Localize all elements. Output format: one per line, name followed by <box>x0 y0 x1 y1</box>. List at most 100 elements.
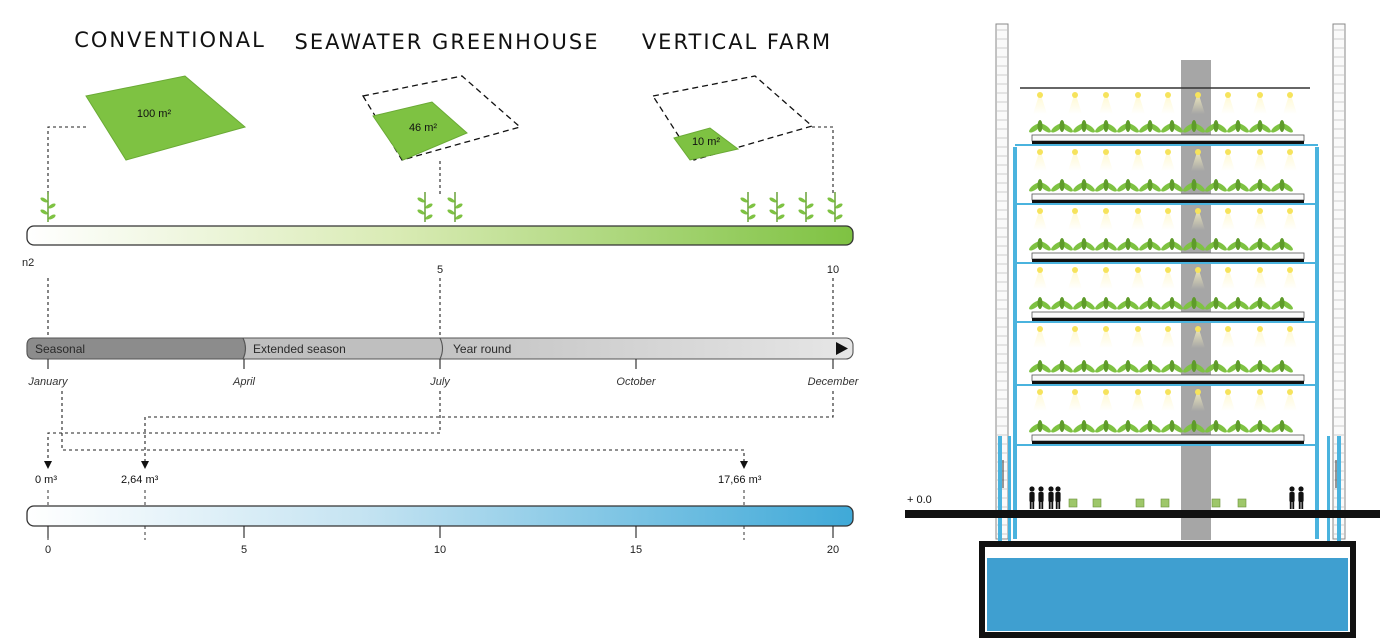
lamp-icon <box>1103 208 1109 214</box>
light-cone <box>1068 389 1082 411</box>
planter-icon <box>1135 498 1145 508</box>
planter-icon <box>1211 498 1221 508</box>
light-cone <box>1221 92 1235 114</box>
growing-floor <box>1015 238 1318 289</box>
lamp-icon <box>1072 92 1078 98</box>
plant-icon <box>1227 297 1249 310</box>
sprout-icon <box>40 192 56 222</box>
sprout-leaf <box>748 203 756 209</box>
lamp-icon <box>1287 267 1293 273</box>
lamp-icon <box>1072 267 1078 273</box>
light-cone <box>1283 149 1297 171</box>
sprout-leaf <box>455 214 463 220</box>
plant-icon <box>1271 420 1293 433</box>
plant-icon <box>1139 420 1161 433</box>
light-cone <box>1221 389 1235 411</box>
light-cone <box>1253 208 1267 230</box>
lamp-icon <box>1257 326 1263 332</box>
leaf <box>1213 297 1219 309</box>
plant-icon <box>1073 238 1095 251</box>
lamp-icon <box>1037 267 1043 273</box>
sprout-leaf <box>40 209 48 215</box>
light-cone <box>1068 149 1082 171</box>
plant-icon <box>1249 238 1271 251</box>
leaf <box>1213 120 1219 132</box>
lamp-icon <box>1257 389 1263 395</box>
person-leg <box>1041 501 1044 509</box>
person-icon <box>1298 486 1304 509</box>
leaf <box>1235 360 1241 372</box>
light-cone <box>1161 208 1175 230</box>
plant-icon <box>1205 360 1227 373</box>
leaf <box>1059 238 1065 250</box>
leaf <box>1147 238 1153 250</box>
growing-floor <box>1015 360 1318 411</box>
sprout-leaf <box>48 214 56 220</box>
leaf <box>1125 120 1131 132</box>
lamp-icon <box>1165 208 1171 214</box>
lamp-icon <box>1287 326 1293 332</box>
water-gradient-bar <box>26 505 854 527</box>
sprout-leaf <box>806 214 814 220</box>
leaf <box>1279 238 1285 250</box>
sprout-leaf <box>798 209 806 215</box>
seawater-land-plot <box>372 101 468 161</box>
plant-sprout-icons <box>40 192 843 222</box>
lamp-icon <box>1165 326 1171 332</box>
leaf <box>1059 420 1065 432</box>
lamp-icon <box>1195 208 1201 214</box>
lamp-icon <box>1287 92 1293 98</box>
vertical-plot-connector <box>812 126 834 195</box>
sprout-icon <box>798 192 814 222</box>
lamp-icon <box>1103 326 1109 332</box>
leaf <box>1235 120 1241 132</box>
ground-level-label: + 0.0 <box>907 494 932 506</box>
people-silhouettes <box>1029 486 1304 509</box>
person-icon <box>1289 486 1295 509</box>
leaf <box>1235 297 1241 309</box>
conventional-plot-connector <box>47 126 86 195</box>
leaf <box>1279 297 1285 309</box>
leaf <box>1213 420 1219 432</box>
water-tick-label-20: 20 <box>827 544 839 556</box>
sprout-leaf <box>806 203 814 209</box>
leaf <box>1257 179 1263 191</box>
plant-icon <box>1227 238 1249 251</box>
lamp-icon <box>1287 149 1293 155</box>
left-blue-column <box>1013 147 1017 539</box>
plant-icon <box>1029 360 1051 373</box>
light-cone <box>1033 267 1047 289</box>
person-head <box>1298 486 1304 492</box>
leaf <box>1169 179 1175 191</box>
leaf <box>1081 297 1087 309</box>
sprout-leaf <box>777 214 785 220</box>
sprout-icon <box>447 192 463 222</box>
sprout-icon <box>827 192 843 222</box>
leaf <box>1191 297 1197 309</box>
growing-floor <box>1015 420 1318 446</box>
leaf <box>1103 360 1109 372</box>
person-leg <box>1032 501 1035 509</box>
growing-floor <box>1015 120 1318 171</box>
sprout-icon <box>417 192 433 222</box>
plant-icon <box>1051 238 1073 251</box>
person-leg <box>1051 501 1054 509</box>
light-cone <box>1099 149 1113 171</box>
sprout-leaf <box>798 197 806 203</box>
light-cone <box>1068 267 1082 289</box>
month-label-january: January <box>27 376 69 388</box>
sprout-leaf <box>740 197 748 203</box>
plant-icon <box>1183 179 1205 192</box>
planter-icon <box>1160 498 1170 508</box>
light-cone <box>1161 389 1175 411</box>
sprout-leaf <box>835 203 843 209</box>
leaf <box>1257 120 1263 132</box>
leaf <box>1081 420 1087 432</box>
leaf <box>1213 238 1219 250</box>
leaf <box>1037 360 1043 372</box>
seasonal-to-water-connector <box>61 391 745 462</box>
plant-icon <box>1183 238 1205 251</box>
person-leg <box>1048 501 1051 509</box>
lamp-icon <box>1072 208 1078 214</box>
plant-icon <box>1051 120 1073 133</box>
